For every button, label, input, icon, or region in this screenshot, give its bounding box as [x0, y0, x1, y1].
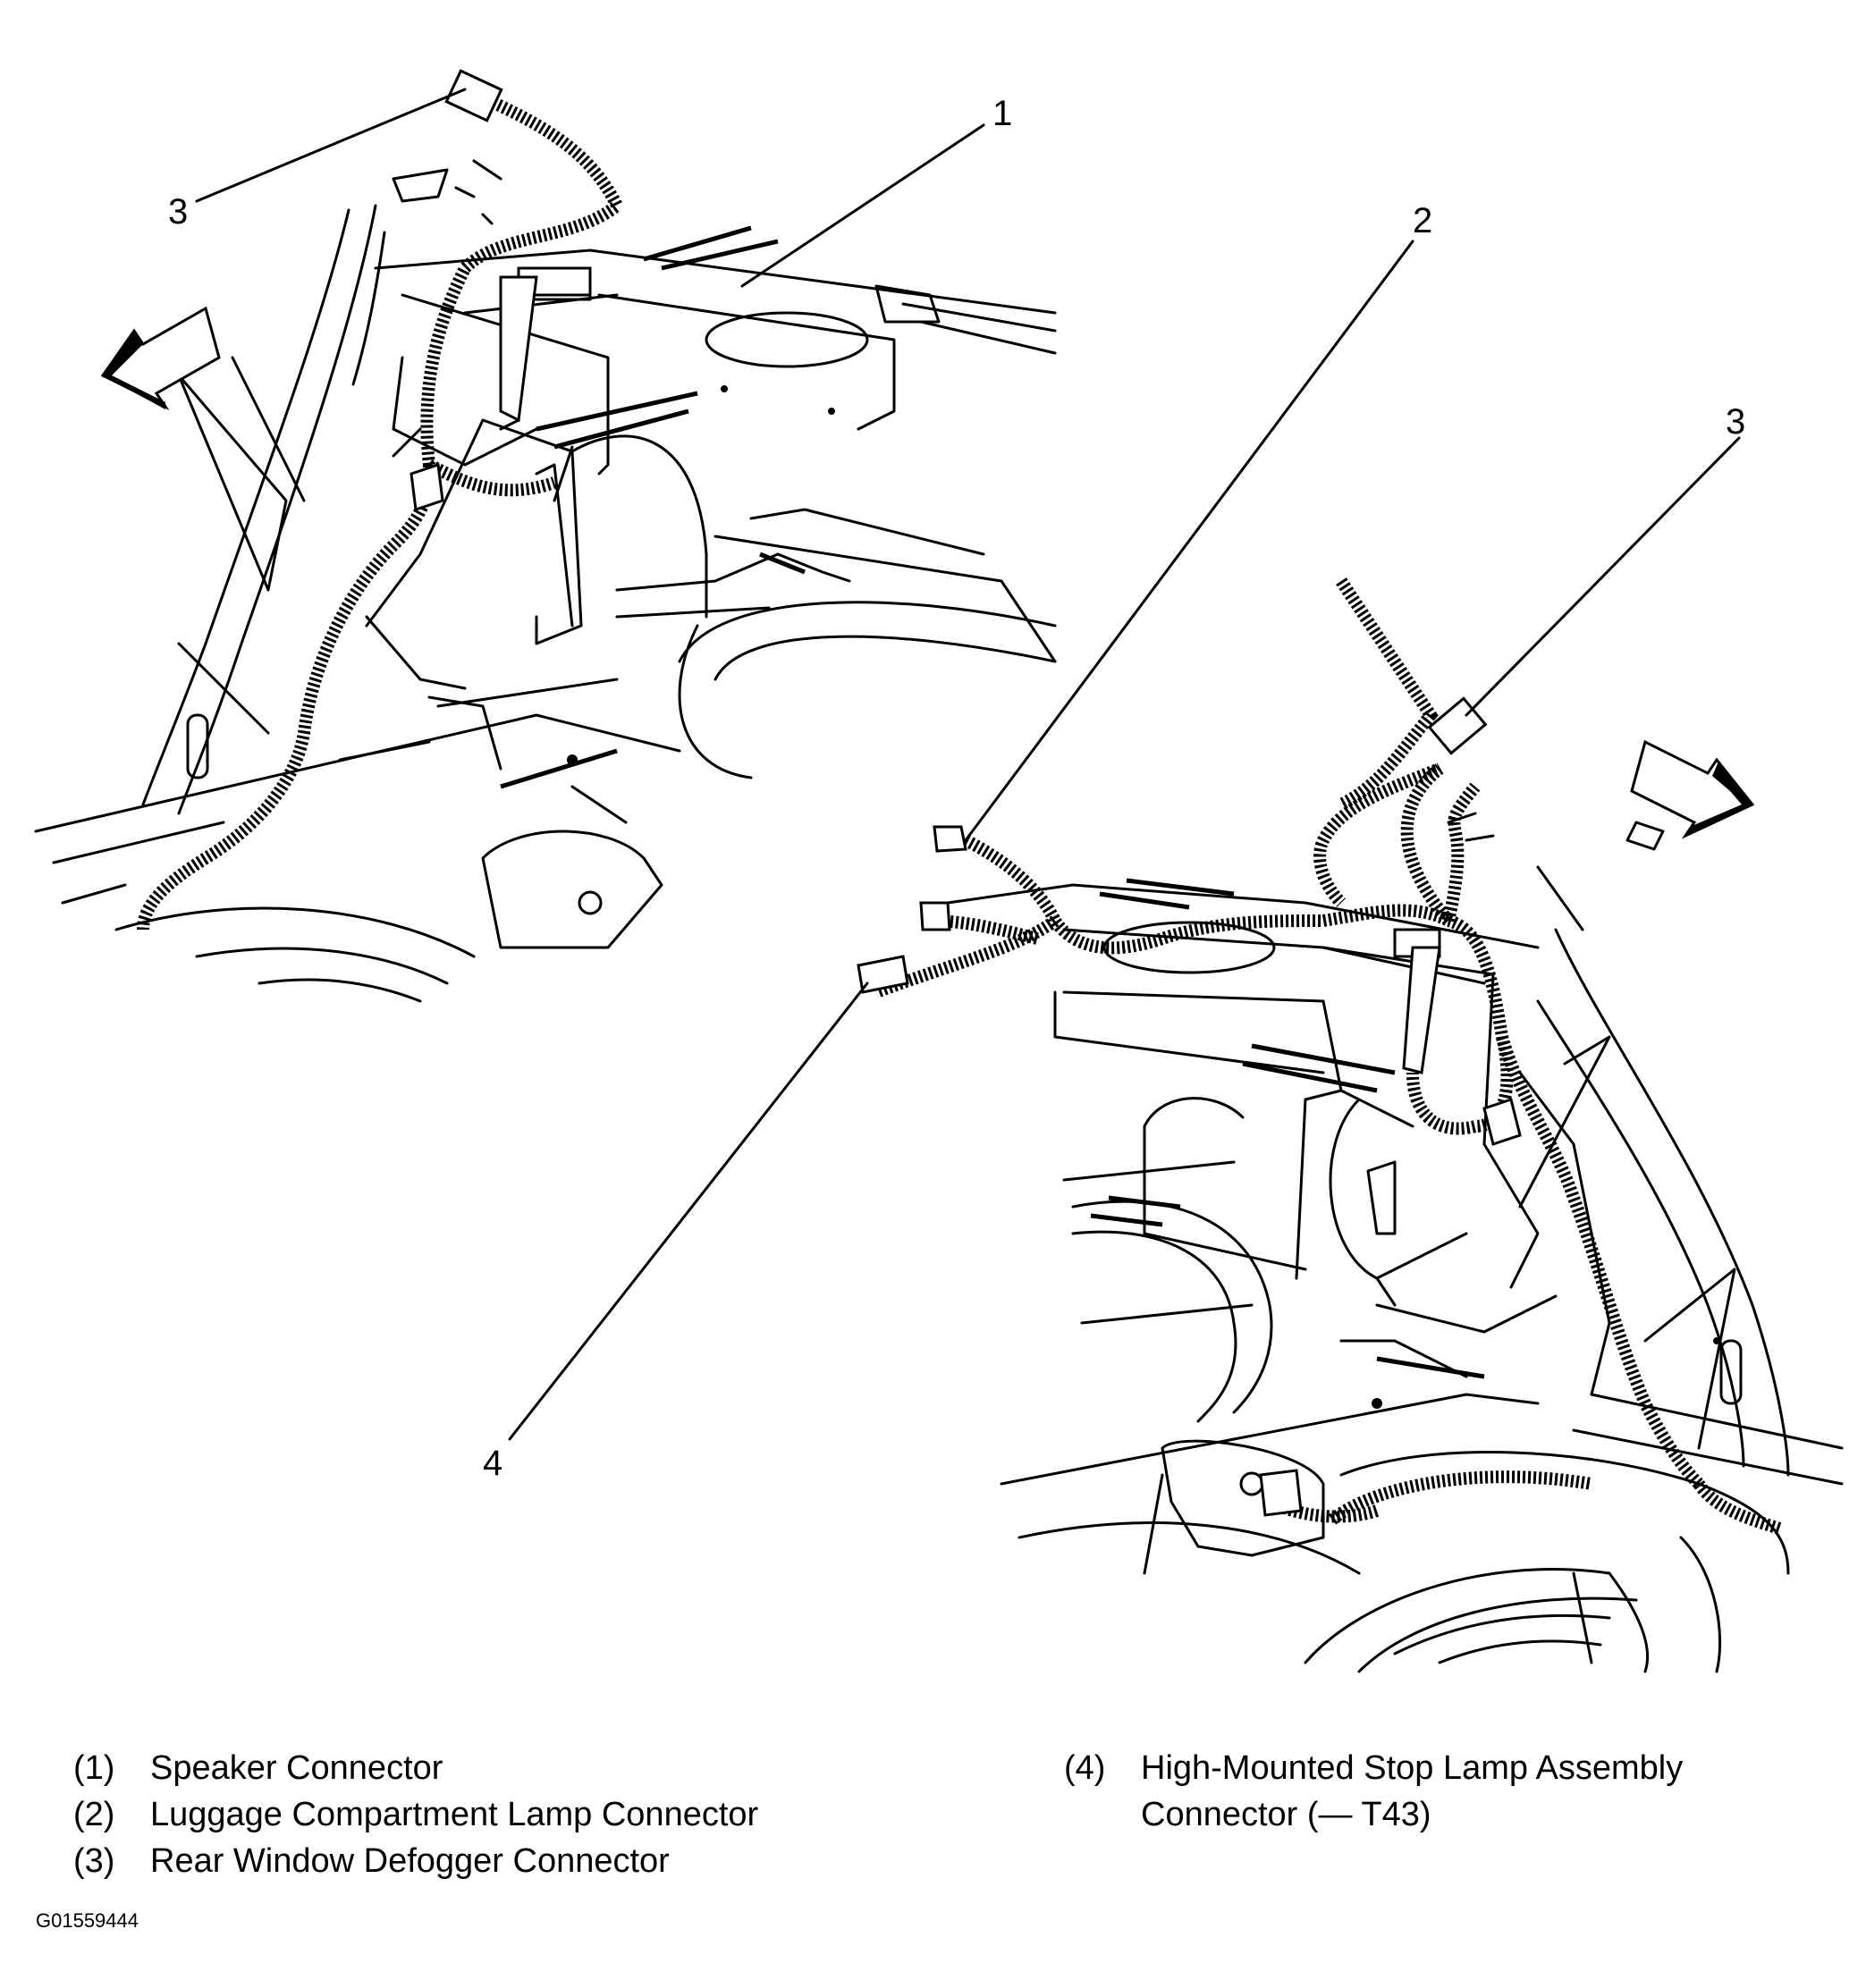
- left-view-trunk-panel: [34, 159, 1057, 1003]
- callout-4: 4: [483, 1444, 502, 1483]
- legend-item-2: (2) Luggage Compartment Lamp Connector: [73, 1791, 758, 1838]
- legend-number: (3): [73, 1842, 115, 1880]
- legend-label: High-Mounted Stop Lamp Assembly: [1141, 1749, 1684, 1787]
- legend-label-continued: Connector (— T43): [1141, 1796, 1431, 1833]
- direction-arrow-icon: [100, 306, 221, 410]
- callout-leaders: [195, 88, 1741, 1441]
- direction-arrow-icon: [1630, 739, 1755, 839]
- legend-number: (1): [73, 1749, 115, 1787]
- callout-1: 1: [992, 94, 1012, 133]
- legend-left: (1) Speaker Connector (2) Luggage Compar…: [73, 1745, 758, 1884]
- legend-number: (4): [1064, 1749, 1106, 1787]
- callout-3-left: 3: [168, 192, 188, 232]
- legend-right: (4) High-Mounted Stop Lamp Assembly Conn…: [1064, 1745, 1683, 1838]
- right-harness: [857, 577, 1782, 1535]
- right-view-trunk-panel: [946, 812, 1844, 1673]
- figure-id: G01559444: [36, 1909, 139, 1932]
- legend-label: Speaker Connector: [150, 1749, 443, 1787]
- legend-item-4-continued: Connector (— T43): [1064, 1791, 1683, 1838]
- left-harness: [137, 69, 625, 931]
- callout-2: 2: [1413, 201, 1432, 240]
- legend-item-1: (1) Speaker Connector: [73, 1745, 758, 1791]
- wiring-harness-diagram: 1 2 3 3 4: [34, 69, 1844, 1673]
- legend-item-4: (4) High-Mounted Stop Lamp Assembly: [1064, 1745, 1683, 1791]
- callout-3-right: 3: [1726, 402, 1745, 442]
- legend-number: (2): [73, 1796, 115, 1833]
- legend-label: Luggage Compartment Lamp Connector: [150, 1796, 759, 1833]
- legend-label: Rear Window Defogger Connector: [150, 1842, 670, 1880]
- legend-item-3: (3) Rear Window Defogger Connector: [73, 1838, 758, 1884]
